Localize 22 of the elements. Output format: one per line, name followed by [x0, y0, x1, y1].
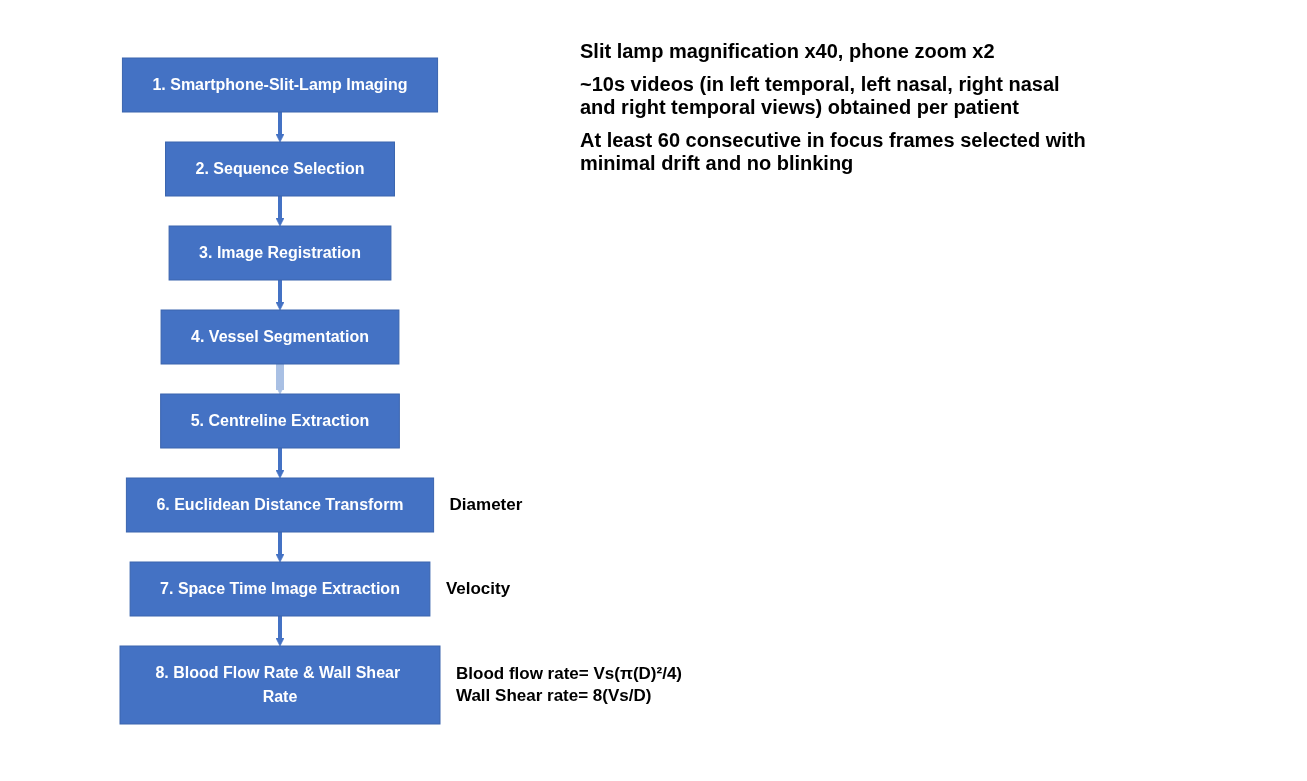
arrow	[275, 279, 285, 310]
node-box: 5. Centreline Extraction	[160, 393, 400, 448]
side-note: Wall Shear rate= 8(Vs/D)	[456, 685, 653, 706]
node-box: 3. Image Registration	[168, 225, 392, 280]
arrow	[275, 615, 285, 646]
node-box: 4. Vessel Segmentation	[160, 309, 400, 364]
bullet-text: Slit lamp magnification x40, phone zoom x2	[580, 40, 996, 63]
arrow	[275, 111, 285, 142]
node-box: 7. Space Time Image Extraction	[129, 561, 431, 616]
node-box: 6. Euclidean Distance Transform	[125, 477, 435, 532]
side-note: Blood flow rate= Vs(π(D)²/4)	[456, 663, 683, 684]
side-note: Diameter	[449, 494, 524, 515]
node-box: 2. Sequence Selection	[165, 141, 395, 196]
arrow	[275, 447, 285, 478]
bullet-text: ~10s videos (in left temporal, left nasal, right nasal and right temporal views) obtained per patient	[580, 73, 1061, 119]
side-note: Velocity	[445, 578, 512, 599]
arrow	[275, 195, 285, 226]
arrow	[275, 531, 285, 562]
node-box: 1. Smartphone-Slit-Lamp Imaging	[121, 57, 439, 112]
bullet-text: At least 60 consecutive in focus frames selected with minimal drift and no blinking	[580, 129, 1087, 175]
node-box: 8. Blood Flow Rate & Wall Shear Rate	[119, 645, 441, 724]
arrow	[275, 362, 285, 394]
